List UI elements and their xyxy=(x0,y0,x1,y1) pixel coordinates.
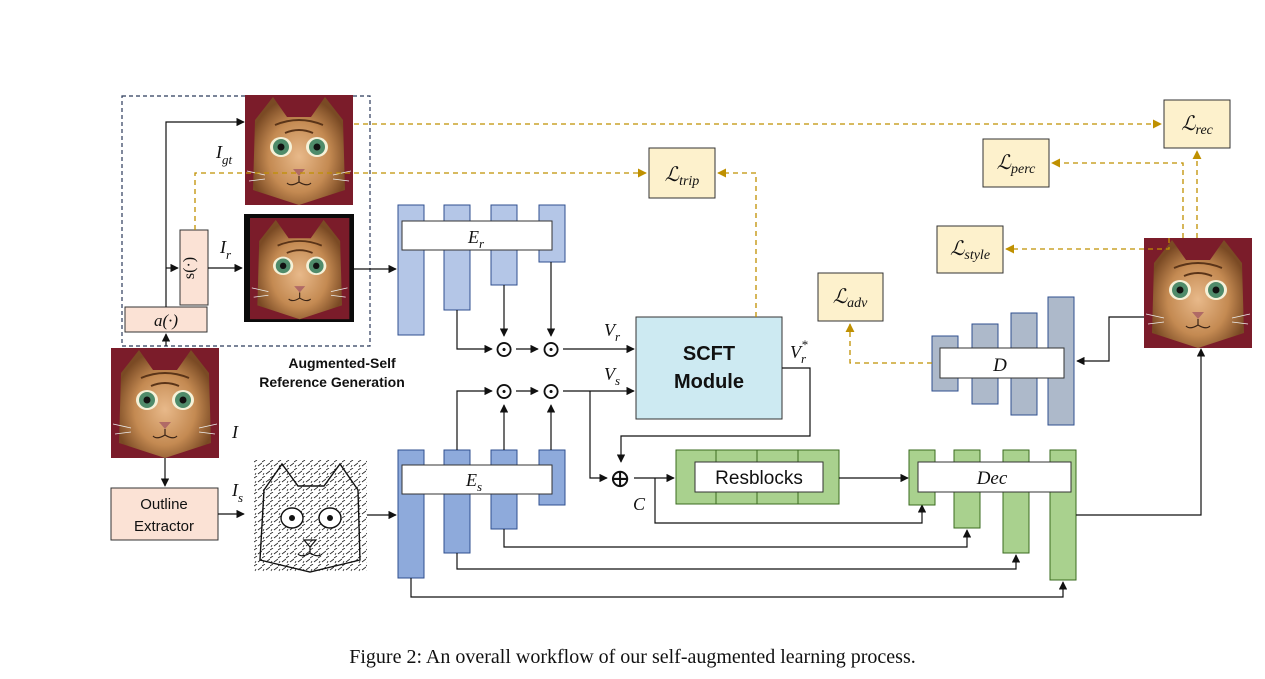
dash-s-to-trip xyxy=(194,168,647,230)
arrow-C-skip-to-dec xyxy=(654,478,927,524)
odot-s1: ⊙ xyxy=(494,379,514,405)
label-V-s: Vs xyxy=(604,364,620,388)
encoder-r-label: Er xyxy=(467,227,485,251)
label-I: I xyxy=(231,422,239,442)
outline-extractor-line1: Outline xyxy=(140,496,188,513)
odot-s2: ⊙ xyxy=(541,379,561,405)
discriminator xyxy=(931,296,1075,426)
label-V-r: Vr xyxy=(604,320,621,344)
loss-trip-box xyxy=(648,147,716,199)
loss-style-box xyxy=(936,225,1004,274)
arrow-output-to-D xyxy=(1076,316,1144,366)
loss-rec-box xyxy=(1163,99,1231,149)
decoder xyxy=(908,449,1077,581)
loss-style: ℒstyle xyxy=(950,238,990,263)
spatial-function-s-label: s(·) xyxy=(181,257,198,279)
decoder-label: Dec xyxy=(976,468,1008,489)
resblocks xyxy=(675,449,840,505)
arrow-a-to-Igt xyxy=(165,117,245,307)
label-I-gt: Igt xyxy=(215,142,233,167)
loss-adv-box xyxy=(817,272,884,322)
figure-caption: Figure 2: An overall workflow of our sel… xyxy=(349,646,916,668)
image-I-gt xyxy=(244,94,354,206)
arrow-Vr-star-to-oplus xyxy=(616,367,811,463)
encoder-s-label: Es xyxy=(465,470,482,494)
odot-r1: ⊙ xyxy=(494,337,514,363)
augmented-self-label-line2: Reference Generation xyxy=(259,374,405,390)
arrow-Es2-to-odot3 xyxy=(456,386,493,450)
scft-module xyxy=(635,316,783,420)
discriminator-label: D xyxy=(992,355,1007,376)
spatial-function-s xyxy=(179,229,209,306)
label-C: C xyxy=(633,494,646,514)
augmented-self-region xyxy=(121,95,371,347)
loss-trip: ℒtrip xyxy=(665,164,700,189)
label-V-r-star: Vr* xyxy=(790,337,808,366)
output-image xyxy=(1143,237,1253,349)
image-I-r xyxy=(244,214,354,322)
encoder-r xyxy=(397,204,566,336)
input-image-I xyxy=(110,347,220,459)
dash-D-to-adv xyxy=(845,323,932,364)
skip-Es3-to-dec2 xyxy=(503,529,972,548)
arrow-dec-to-output xyxy=(1076,348,1206,516)
loss-perc-box xyxy=(982,138,1050,188)
odot-r2: ⊙ xyxy=(541,337,561,363)
scft-module-line2: Module xyxy=(674,371,744,393)
loss-adv: ℒadv xyxy=(833,286,868,311)
resblocks-label: Resblocks xyxy=(715,468,803,489)
dash-output-to-perc xyxy=(1051,158,1184,238)
label-I-r: Ir xyxy=(219,237,232,262)
arrow-Er2-to-odot1 xyxy=(456,310,493,354)
oplus-concat: ⊕ xyxy=(609,464,631,493)
encoder-s xyxy=(397,449,566,579)
label-I-s: Is xyxy=(231,480,243,505)
dash-output-to-style xyxy=(1005,238,1170,254)
sketch-image-I-s xyxy=(254,460,367,573)
skip-Es2-to-dec3 xyxy=(456,553,1021,570)
augment-function-a-label: a(·) xyxy=(154,311,178,330)
scft-module-line1: SCFT xyxy=(683,343,735,365)
arrow-Vs-to-oplus xyxy=(589,391,608,483)
skip-Es1-to-dec4 xyxy=(410,578,1068,598)
loss-rec: ℒrec xyxy=(1181,113,1214,138)
augmented-self-label-line1: Augmented-Self xyxy=(288,355,396,371)
dash-scft-to-trip xyxy=(717,168,757,317)
loss-perc: ℒperc xyxy=(997,152,1037,177)
outline-extractor-line2: Extractor xyxy=(134,518,194,535)
